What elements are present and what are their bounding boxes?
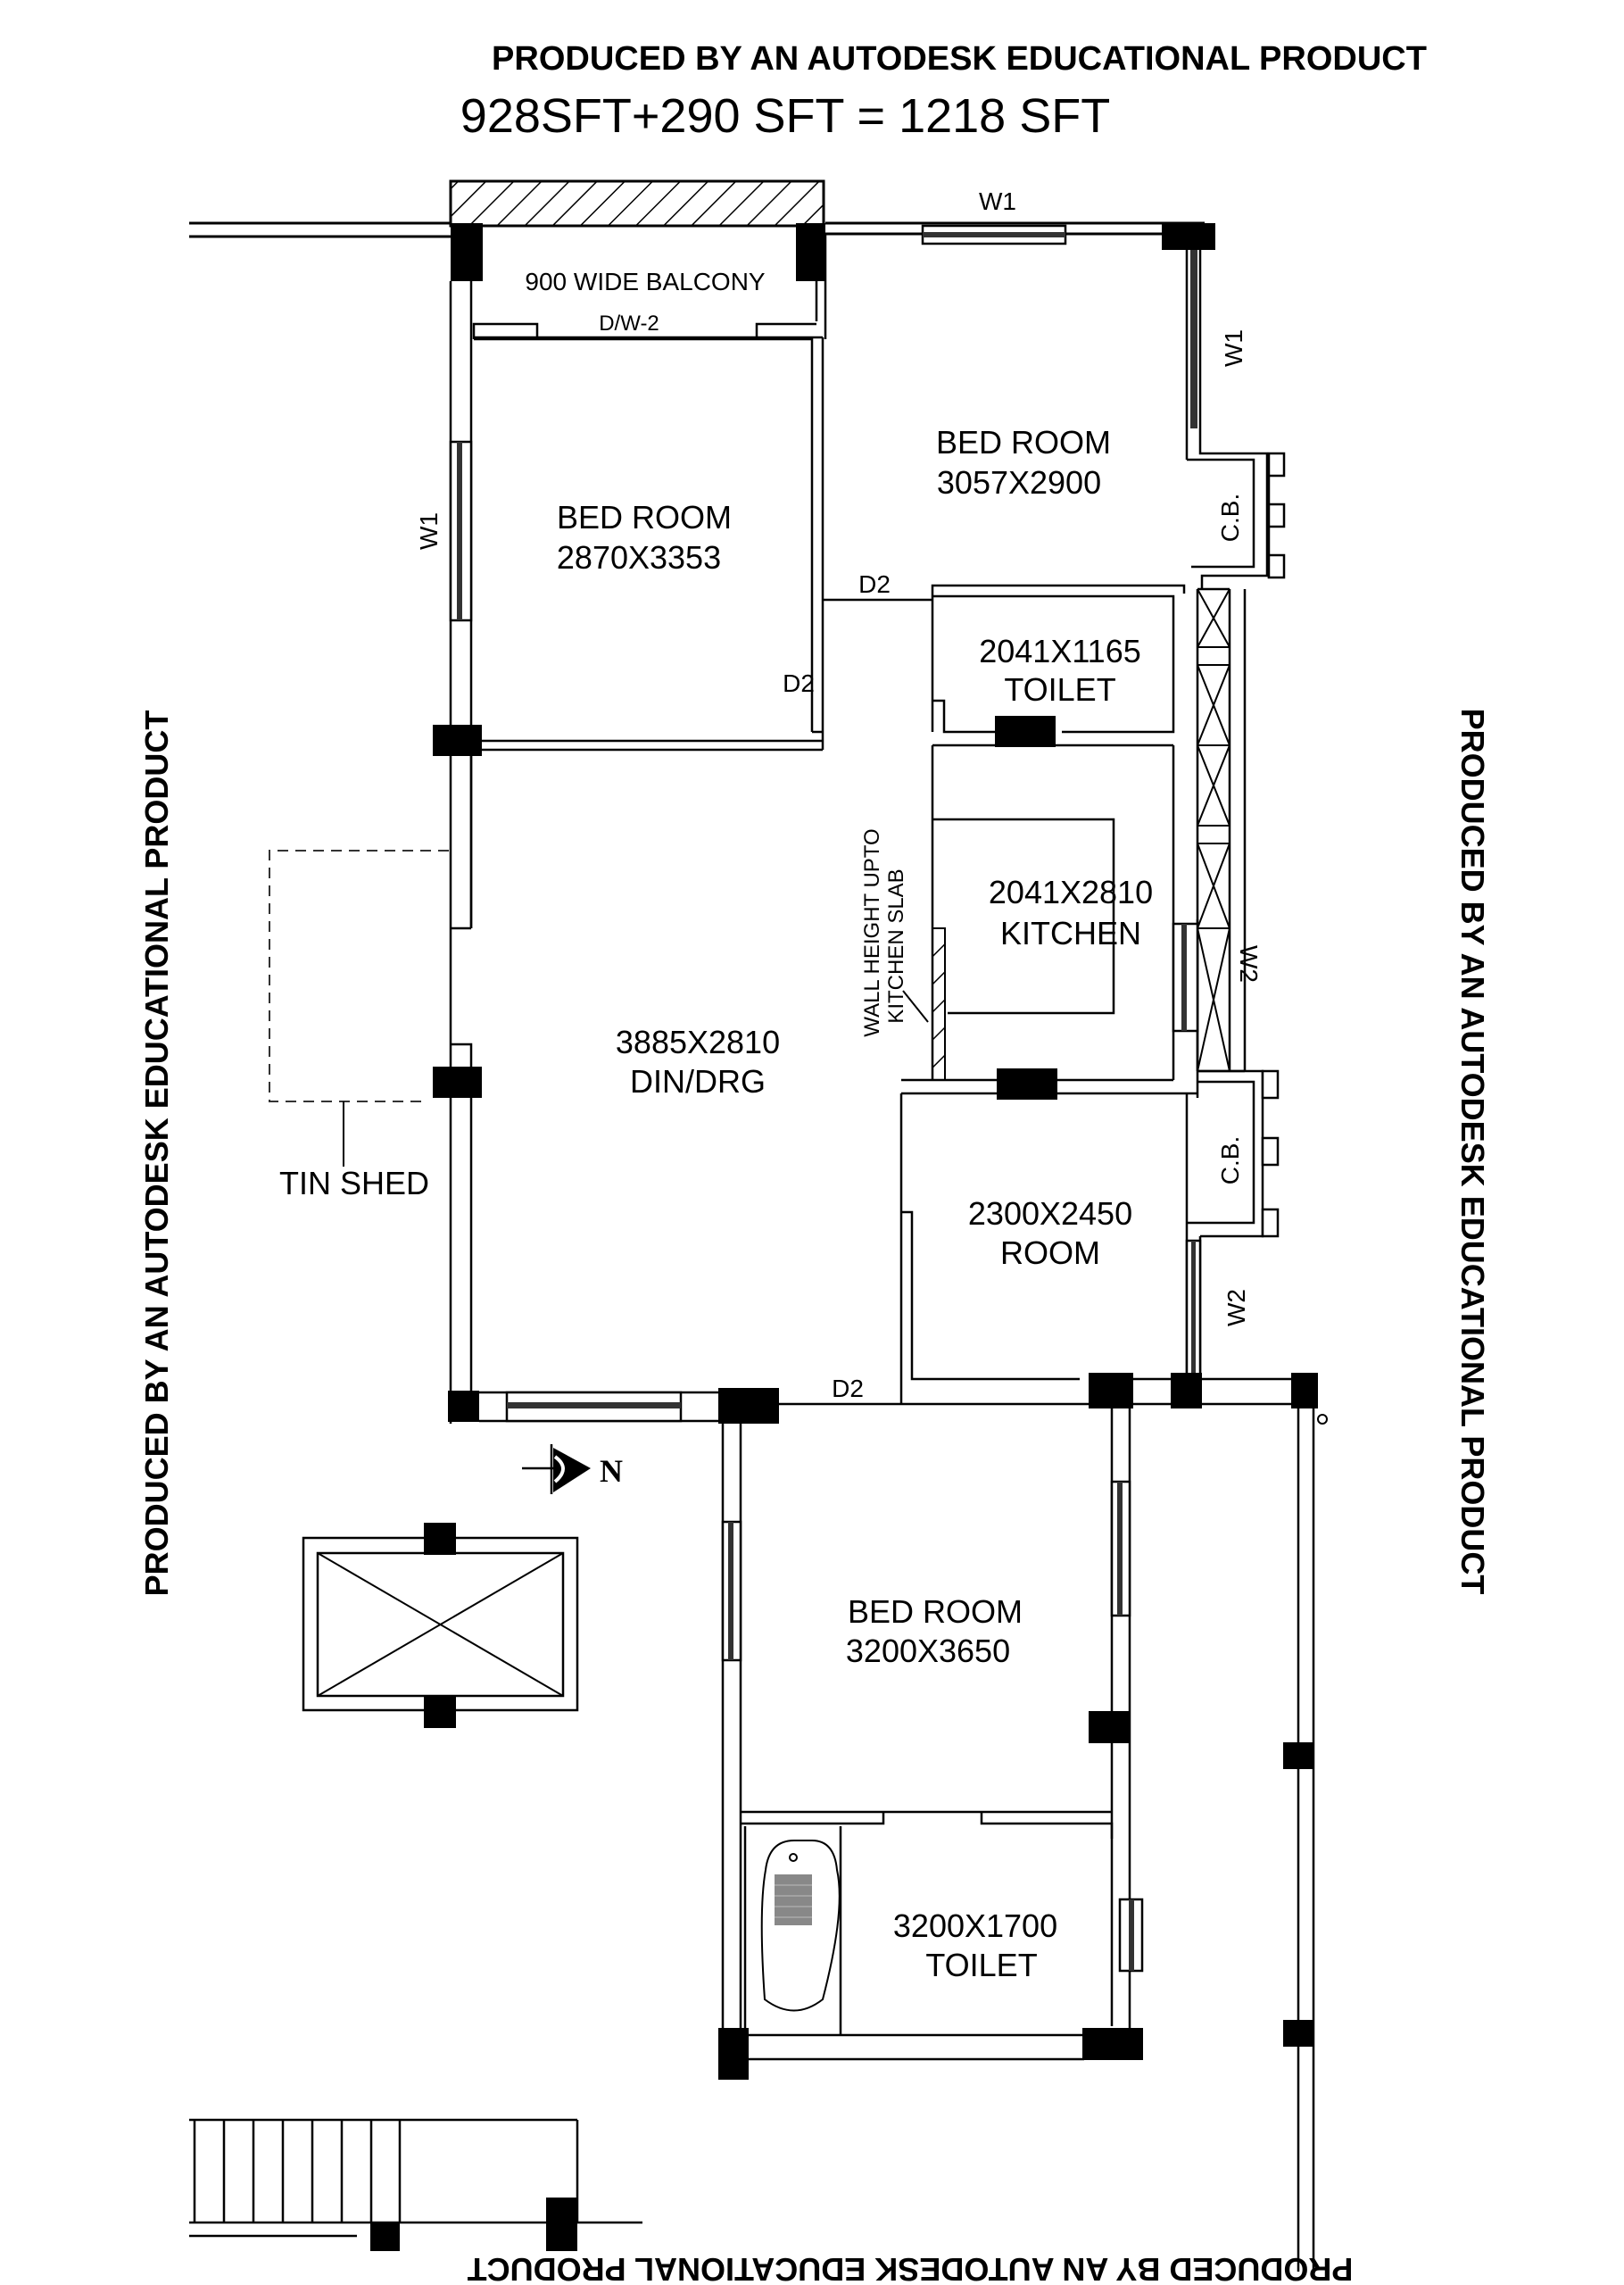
toilet-2: 3200X1700 TOILET [718, 1826, 1144, 2080]
toilet-1: 2041X1165 TOILET [931, 584, 1186, 747]
area-summary: 928SFT+290 SFT = 1218 SFT [460, 89, 1110, 143]
kitchen-slab-wall [932, 927, 946, 1081]
bedroom-3-name: BED ROOM [848, 1593, 1023, 1630]
w1-top-label: W1 [979, 187, 1016, 215]
bedroom-1: BED ROOM 2870X3353 D2 [474, 337, 824, 752]
bedroom-1-name: BED ROOM [557, 499, 732, 536]
w2-room-label: W2 [1222, 1289, 1250, 1326]
column [451, 223, 483, 281]
column [1283, 2020, 1313, 2047]
column [718, 2028, 749, 2080]
column [424, 1523, 456, 1555]
north-arrow-icon: N [522, 1444, 623, 1494]
cb-upper-label: C.B. [1216, 494, 1244, 542]
balcony-label: 900 WIDE BALCONY [525, 268, 766, 295]
bedroom-3-size: 3200X3650 [846, 1633, 1010, 1669]
column [433, 725, 482, 756]
column [424, 1696, 456, 1728]
column [448, 1391, 479, 1422]
bedroom-2: W1 BED ROOM 3057X2900 D2 [823, 234, 1247, 602]
column [1291, 1373, 1318, 1408]
left-wall: W1 [415, 281, 482, 1424]
cb-lower-label: C.B. [1216, 1136, 1244, 1184]
bottom-watermark: PRODUCED BY AN AUTODESK EDUCATIONAL PROD… [468, 2251, 1354, 2285]
column [1089, 1711, 1130, 1743]
kitchen-name: KITCHEN [1000, 915, 1141, 951]
toilet-1-name: TOILET [1004, 671, 1115, 708]
window-w1-right [1190, 250, 1197, 428]
d2-bottom-label: D2 [832, 1375, 864, 1402]
column [1283, 1742, 1313, 1769]
kitchen-wall-note-2: KITCHEN SLAB [884, 868, 908, 1023]
cupboard-upper: C.B. [1187, 437, 1286, 589]
room-small: W2 2300X2450 ROOM [899, 1093, 1250, 1392]
right-watermark: PRODUCED BY AN AUTODESK EDUCATIONAL PROD… [1454, 709, 1491, 1595]
top-wall: W1 [825, 187, 1215, 250]
north-label: N [600, 1453, 623, 1489]
w1-right-label: W1 [1220, 329, 1247, 367]
lift-shaft [302, 1523, 579, 1728]
balcony-parapet-hatch [449, 179, 825, 228]
toilet-1-size: 2041X1165 [979, 633, 1141, 669]
balcony-door-label: D/W-2 [599, 312, 659, 336]
toilet-2-size: 3200X1700 [893, 1907, 1057, 1944]
w2-kitchen-label: W2 [1235, 945, 1263, 983]
corridor-railing [1283, 1408, 1315, 2272]
bedroom-1-door-label: D2 [783, 669, 815, 697]
column [1171, 1373, 1202, 1408]
tin-shed-label: TIN SHED [279, 1165, 429, 1201]
kitchen: W2 2041X2810 KITCHEN WALL HEIGHT UPTO KI… [860, 745, 1263, 1100]
bedroom-2-size: 3057X2900 [937, 464, 1101, 501]
column [718, 1388, 779, 1424]
room-name: ROOM [1000, 1234, 1100, 1271]
balcony: 900 WIDE BALCONY D/W-2 [449, 179, 825, 339]
w1-left-label: W1 [415, 512, 443, 550]
din-drg-name: DIN/DRG [630, 1063, 766, 1100]
column [997, 1068, 1057, 1100]
boundary-lines-top-left [189, 221, 451, 238]
cupboard-lower: C.B. [1187, 1069, 1280, 1238]
kitchen-wall-note-1: WALL HEIGHT UPTO [860, 828, 884, 1036]
bedroom-2-door-label: D2 [858, 570, 891, 598]
column [1082, 2028, 1143, 2060]
column [433, 1067, 482, 1098]
left-watermark: PRODUCED BY AN AUTODESK EDUCATIONAL PROD… [138, 710, 175, 1597]
duct-shaft [1196, 587, 1247, 1073]
din-drg-size: 3885X2810 [616, 1024, 780, 1060]
dining-drawing: 3885X2810 DIN/DRG D2 [448, 1024, 1098, 1424]
bathtub-icon [760, 1840, 841, 2012]
column [370, 2223, 400, 2251]
staircase [189, 2118, 642, 2251]
toilet-2-name: TOILET [925, 1947, 1037, 1983]
tin-shed: TIN SHED [269, 850, 449, 1201]
column [995, 716, 1056, 747]
room-size: 2300X2450 [968, 1195, 1132, 1232]
column [796, 223, 825, 281]
bedroom-3: BED ROOM 3200X3650 [721, 1373, 1328, 2080]
kitchen-size: 2041X2810 [989, 874, 1153, 910]
column [1162, 223, 1215, 250]
header-watermark: PRODUCED BY AN AUTODESK EDUCATIONAL PROD… [492, 40, 1427, 78]
column [546, 2198, 577, 2251]
bedroom-1-size: 2870X3353 [557, 539, 721, 576]
column [1089, 1373, 1133, 1408]
bedroom-2-name: BED ROOM [936, 424, 1111, 461]
